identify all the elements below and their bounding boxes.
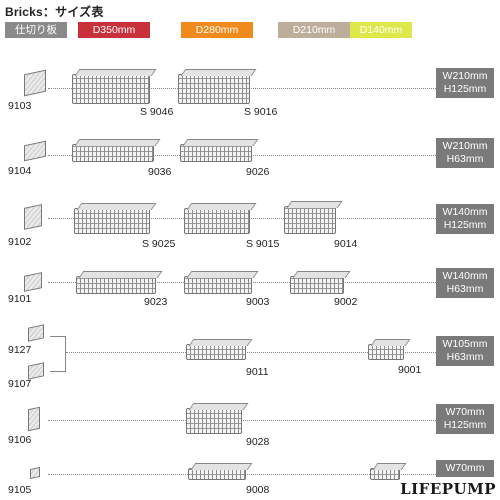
basket-image bbox=[290, 276, 344, 294]
size-width: W105mm bbox=[442, 338, 488, 350]
basket-image bbox=[72, 144, 154, 162]
basket-code: S 9046 bbox=[140, 106, 174, 118]
basket-code: 9001 bbox=[398, 364, 422, 376]
divider-code: 9101 bbox=[8, 293, 32, 305]
basket-image bbox=[186, 408, 242, 434]
header-d140: D140mm bbox=[350, 22, 412, 38]
divider-code: 9106 bbox=[8, 434, 32, 446]
basket-code: 9028 bbox=[246, 436, 270, 448]
row-guide-line bbox=[48, 420, 436, 421]
basket-code: S 9016 bbox=[244, 106, 278, 118]
divider-plate-image bbox=[24, 140, 46, 162]
basket-code: 9014 bbox=[334, 238, 358, 250]
divider-code: 9102 bbox=[8, 236, 32, 248]
basket-image bbox=[284, 206, 336, 234]
size-height: H125mm bbox=[443, 219, 487, 231]
size-width: W70mm bbox=[445, 406, 485, 418]
basket-image bbox=[180, 144, 252, 162]
row-guide-line bbox=[66, 352, 436, 353]
divider-pair-bracket bbox=[50, 336, 66, 372]
divider-code: 9103 bbox=[8, 100, 32, 112]
basket-image bbox=[184, 276, 252, 294]
basket-code: S 9015 bbox=[246, 238, 280, 250]
basket-code: 9036 bbox=[148, 166, 172, 178]
basket-code: 9011 bbox=[246, 366, 269, 378]
divider-plate-image bbox=[24, 272, 42, 292]
size-width: W140mm bbox=[442, 270, 488, 282]
basket-code: S 9025 bbox=[142, 238, 176, 250]
basket-image bbox=[370, 468, 400, 480]
size-badge: W70mm bbox=[436, 460, 494, 477]
basket-code: 9023 bbox=[144, 296, 168, 308]
header-d210: D210mm bbox=[278, 22, 350, 38]
size-height: H63mm bbox=[446, 283, 484, 295]
basket-code: 9003 bbox=[246, 296, 270, 308]
divider-plate-image bbox=[28, 324, 44, 342]
header-d280: D280mm bbox=[181, 22, 253, 38]
basket-image bbox=[368, 344, 404, 360]
divider-code: 9127 bbox=[8, 344, 32, 356]
basket-image bbox=[178, 74, 250, 104]
brand-watermark: LIFEPUMP bbox=[400, 480, 496, 498]
page-title: Bricks：サイズ表 bbox=[5, 5, 104, 19]
divider-plate-image bbox=[24, 204, 42, 230]
size-width: W210mm bbox=[442, 140, 488, 152]
divider-code: 9105 bbox=[8, 484, 32, 496]
size-height: H63mm bbox=[446, 351, 484, 363]
basket-image bbox=[76, 276, 156, 294]
basket-image bbox=[188, 468, 246, 480]
size-height: H63mm bbox=[446, 153, 484, 165]
size-height: H125mm bbox=[443, 419, 487, 431]
divider-code: 9107 bbox=[8, 378, 32, 390]
basket-image bbox=[72, 74, 150, 104]
divider-plate-image bbox=[30, 466, 40, 480]
header-d350: D350mm bbox=[78, 22, 150, 38]
divider-plate-image bbox=[24, 69, 46, 97]
divider-plate-image bbox=[28, 406, 40, 432]
basket-image bbox=[184, 208, 250, 234]
divider-code: 9104 bbox=[8, 165, 32, 177]
size-width: W140mm bbox=[442, 206, 488, 218]
size-width: W210mm bbox=[442, 70, 488, 82]
basket-image bbox=[186, 344, 246, 360]
basket-code: 9002 bbox=[334, 296, 358, 308]
size-height: H125mm bbox=[443, 83, 487, 95]
header-divider-plate: 仕切り板 bbox=[5, 22, 67, 38]
basket-code: 9026 bbox=[246, 166, 270, 178]
basket-image bbox=[74, 208, 150, 234]
size-width: W70mm bbox=[445, 462, 485, 474]
basket-code: 9008 bbox=[246, 484, 270, 496]
